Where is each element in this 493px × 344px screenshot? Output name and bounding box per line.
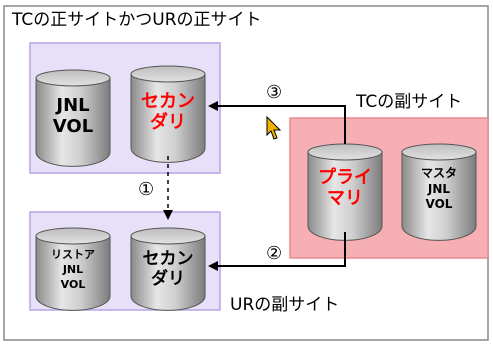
arrow-step-2 (208, 232, 346, 271)
restore-line-2: JNL (62, 262, 84, 276)
step-3-label: ③ (266, 82, 283, 103)
tc-sub-title: TCの副サイト (356, 92, 463, 112)
cylinder-secondary-bottom (130, 227, 206, 311)
arrow-step-3 (208, 101, 346, 144)
restore-line-3: VOL (60, 277, 86, 291)
cylinder-jnl-vol (35, 69, 111, 167)
secondary-bottom-text: セカン ダリ (131, 249, 205, 289)
outer-title: TCの正サイトかつURの正サイト (12, 10, 262, 30)
restore-jnl-vol-text: リストア JNL VOL (36, 248, 110, 293)
mouse-pointer-icon (266, 115, 282, 140)
master-jnl-vol-text: マスタ JNL VOL (402, 166, 476, 213)
secondary-bottom-line-2: ダリ (151, 268, 185, 289)
master-line-3: VOL (425, 197, 453, 212)
master-line-1: マスタ (420, 166, 457, 180)
cylinder-master-jnl-vol (401, 143, 477, 241)
master-line-2: JNL (427, 181, 451, 196)
restore-line-1: リストア (51, 248, 95, 261)
cylinder-secondary-top (130, 65, 206, 163)
primary-line-2: マリ (327, 187, 363, 209)
primary-text: プライ マリ (308, 167, 382, 209)
jnl-vol-line-2: VOL (52, 115, 94, 137)
step-2-label: ② (266, 243, 283, 264)
ur-sub-title: URの副サイト (230, 295, 340, 315)
secondary-top-line-1: セカン (141, 91, 195, 112)
primary-line-1: プライ (318, 167, 372, 188)
jnl-vol-line-1: JNL (56, 95, 90, 116)
cylinder-primary (307, 143, 383, 241)
secondary-top-text: セカン ダリ (131, 91, 205, 133)
step-1-label: ① (138, 179, 155, 200)
jnl-vol-text: JNL VOL (36, 95, 110, 137)
cylinder-restore-jnl-vol (35, 227, 111, 311)
secondary-top-line-2: ダリ (150, 111, 186, 133)
secondary-bottom-line-1: セカン (142, 249, 194, 269)
